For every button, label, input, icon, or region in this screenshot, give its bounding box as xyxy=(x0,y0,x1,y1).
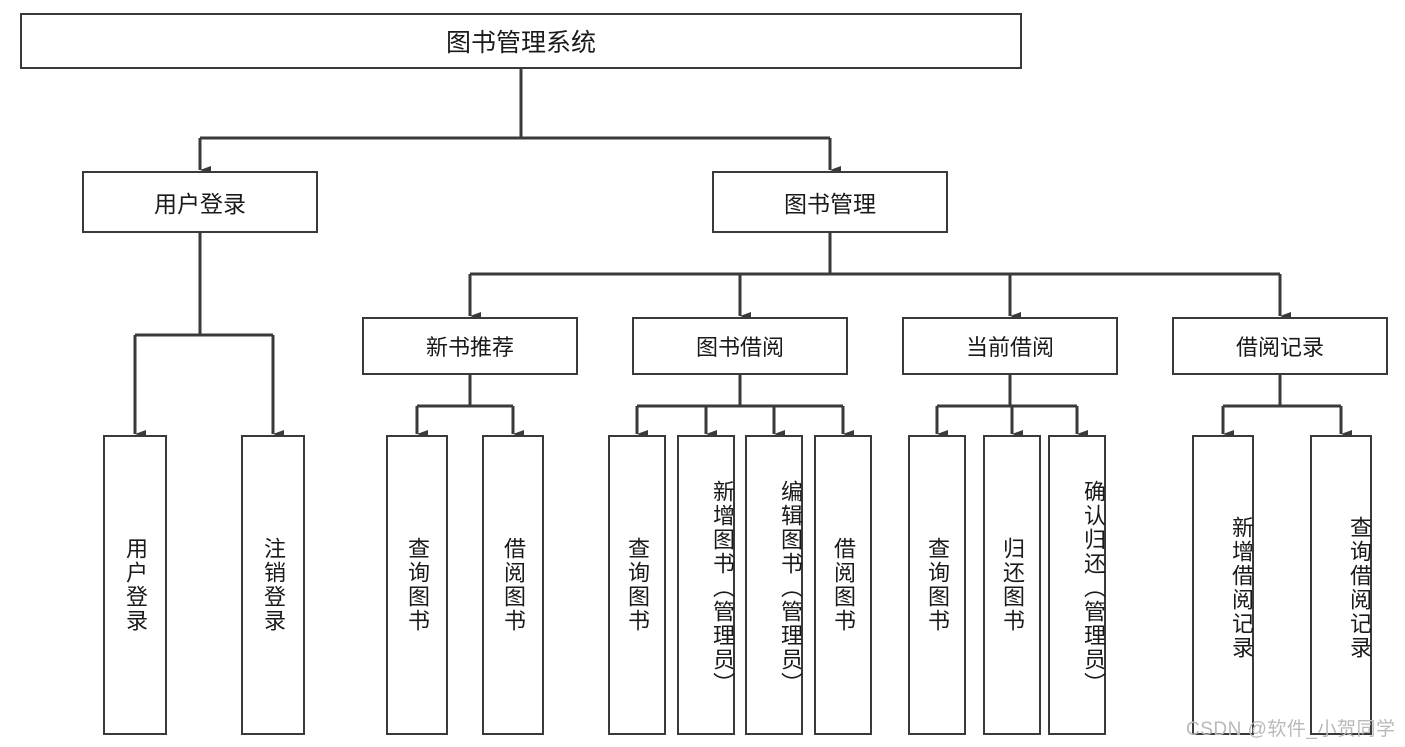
leaf-borrow-book-bb[interactable]: 借阅图书 xyxy=(814,435,872,735)
node-new-book-recommend[interactable]: 新书推荐 xyxy=(362,317,578,375)
leaf-query-book-bb[interactable]: 查询图书 xyxy=(608,435,666,735)
leaf-query-book-cb[interactable]: 查询图书 xyxy=(908,435,966,735)
leaf-borrow-book-new[interactable]: 借阅图书 xyxy=(482,435,544,735)
node-user-login[interactable]: 用户登录 xyxy=(82,171,318,233)
node-book-borrow-label: 图书借阅 xyxy=(695,335,784,360)
node-book-manage-label: 图书管理 xyxy=(784,191,876,217)
node-borrow-record-label: 借阅记录 xyxy=(1235,335,1324,360)
leaf-add-record[interactable]: 新增借阅记录 xyxy=(1192,435,1254,735)
node-current-borrow[interactable]: 当前借阅 xyxy=(902,317,1118,375)
leaf-query-record[interactable]: 查询借阅记录 xyxy=(1310,435,1372,735)
leaf-query-book-new-label: 查询图书 xyxy=(405,537,430,633)
leaf-logout-label: 注销登录 xyxy=(261,537,286,633)
leaf-edit-book-label: 编辑图书（管理员） xyxy=(778,480,803,696)
node-book-borrow[interactable]: 图书借阅 xyxy=(632,317,848,375)
node-book-manage[interactable]: 图书管理 xyxy=(712,171,948,233)
leaf-logout[interactable]: 注销登录 xyxy=(241,435,305,735)
leaf-return-book-label: 归还图书 xyxy=(1000,537,1025,633)
leaf-add-record-label: 新增借阅记录 xyxy=(1229,516,1254,660)
node-user-login-label: 用户登录 xyxy=(154,191,246,217)
leaf-query-book-cb-label: 查询图书 xyxy=(925,537,950,633)
leaf-edit-book[interactable]: 编辑图书（管理员） xyxy=(745,435,803,735)
leaf-query-book-bb-label: 查询图书 xyxy=(625,537,650,633)
leaf-user-login[interactable]: 用户登录 xyxy=(103,435,167,735)
leaf-borrow-book-new-label: 借阅图书 xyxy=(501,537,526,633)
leaf-return-book[interactable]: 归还图书 xyxy=(983,435,1041,735)
leaf-user-login-label: 用户登录 xyxy=(123,537,148,633)
leaf-query-record-label: 查询借阅记录 xyxy=(1347,516,1372,660)
node-borrow-record[interactable]: 借阅记录 xyxy=(1172,317,1388,375)
node-current-borrow-label: 当前借阅 xyxy=(965,335,1054,360)
leaf-confirm-return[interactable]: 确认归还（管理员） xyxy=(1048,435,1106,735)
leaf-add-book-label: 新增图书（管理员） xyxy=(710,480,735,696)
node-new-book-recommend-label: 新书推荐 xyxy=(425,335,514,360)
watermark-text: CSDN @软件_小贺同学 xyxy=(1186,719,1396,740)
leaf-add-book[interactable]: 新增图书（管理员） xyxy=(677,435,735,735)
leaf-confirm-return-label: 确认归还（管理员） xyxy=(1081,480,1106,696)
node-root-label: 图书管理系统 xyxy=(445,29,596,57)
node-root[interactable]: 图书管理系统 xyxy=(20,13,1022,69)
leaf-borrow-book-bb-label: 借阅图书 xyxy=(831,537,856,633)
leaf-query-book-new[interactable]: 查询图书 xyxy=(386,435,448,735)
